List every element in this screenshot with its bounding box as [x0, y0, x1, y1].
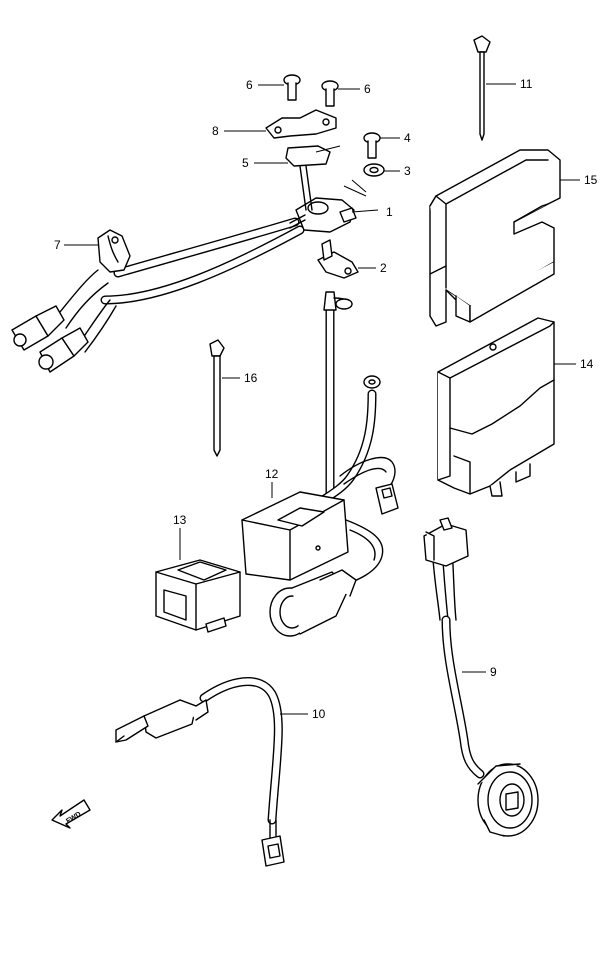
- callout-number-12: 12: [265, 467, 279, 481]
- callout-number-6a: 6: [246, 78, 253, 92]
- sensor-1: [289, 197, 357, 233]
- connector-small-12: [375, 483, 399, 515]
- callout-number-6b: 6: [364, 82, 371, 96]
- cap-13: [155, 559, 241, 633]
- sensor-lever-2: [317, 239, 359, 279]
- bracket-8: [265, 109, 337, 139]
- callouts: 1 2 3 4 5 6 6 7 8 9 10 11 12: [54, 77, 598, 721]
- plug-connector-12: [269, 569, 357, 637]
- harness-9: [423, 517, 485, 779]
- callout-number-14: 14: [580, 357, 594, 371]
- connector-pair-left: [11, 305, 89, 373]
- screw-6b: [321, 80, 339, 107]
- main-wire-harness: [54, 217, 305, 353]
- wire-clamp-7: [97, 229, 131, 273]
- screw-6a: [283, 74, 301, 101]
- callout-number-5: 5: [242, 156, 249, 170]
- control-unit-14: [437, 317, 555, 497]
- cover-15: [429, 149, 561, 327]
- callout-number-11: 11: [520, 77, 533, 91]
- callout-number-1: 1: [386, 205, 393, 219]
- harness-10: [115, 677, 285, 867]
- screw-4: [363, 132, 381, 159]
- rectifier-12: [241, 491, 349, 581]
- callout-number-8: 8: [212, 124, 219, 138]
- switch-5: [285, 145, 341, 211]
- callout-number-7: 7: [54, 238, 61, 252]
- fwd-arrow-icon: FWD: [51, 799, 91, 829]
- callout-number-10: 10: [312, 707, 326, 721]
- washer-3: [363, 163, 385, 177]
- cable-tie-16: [209, 339, 225, 457]
- socket-9: [477, 763, 539, 837]
- callout-number-15: 15: [584, 173, 598, 187]
- mount-dashes: [343, 179, 367, 197]
- callout-number-2: 2: [380, 261, 387, 275]
- callout-number-13: 13: [173, 513, 187, 527]
- cable-tie-11: [473, 35, 491, 141]
- callout-number-9: 9: [490, 665, 497, 679]
- callout-number-4: 4: [404, 131, 411, 145]
- callout-number-3: 3: [404, 164, 411, 178]
- callout-number-16: 16: [244, 371, 258, 385]
